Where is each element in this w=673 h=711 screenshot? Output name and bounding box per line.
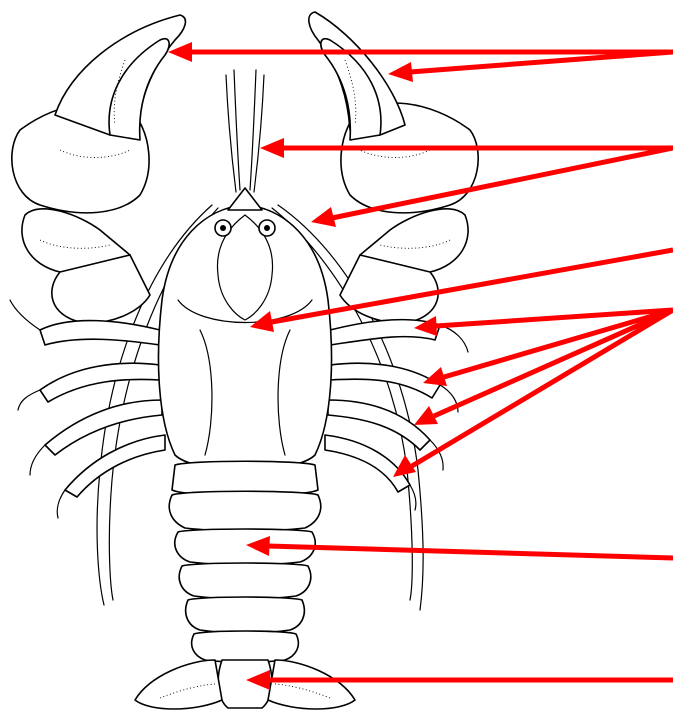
- carapace: [158, 205, 331, 470]
- callout-arrows-claws: [168, 42, 673, 82]
- left-walking-legs: [10, 300, 165, 518]
- abdomen: [169, 461, 321, 662]
- left-claw: [12, 15, 186, 323]
- arrow-carapace: [272, 250, 673, 322]
- arrow-claw-right: [410, 52, 673, 72]
- arrow-head-icon: [311, 207, 336, 227]
- arrow-leg-4: [412, 310, 673, 466]
- right-walking-legs: [325, 320, 468, 510]
- arrow-head-icon: [260, 138, 284, 158]
- arrow-head-icon: [388, 62, 413, 82]
- arrow-abdomen: [268, 546, 673, 558]
- tail-fan: [135, 660, 355, 709]
